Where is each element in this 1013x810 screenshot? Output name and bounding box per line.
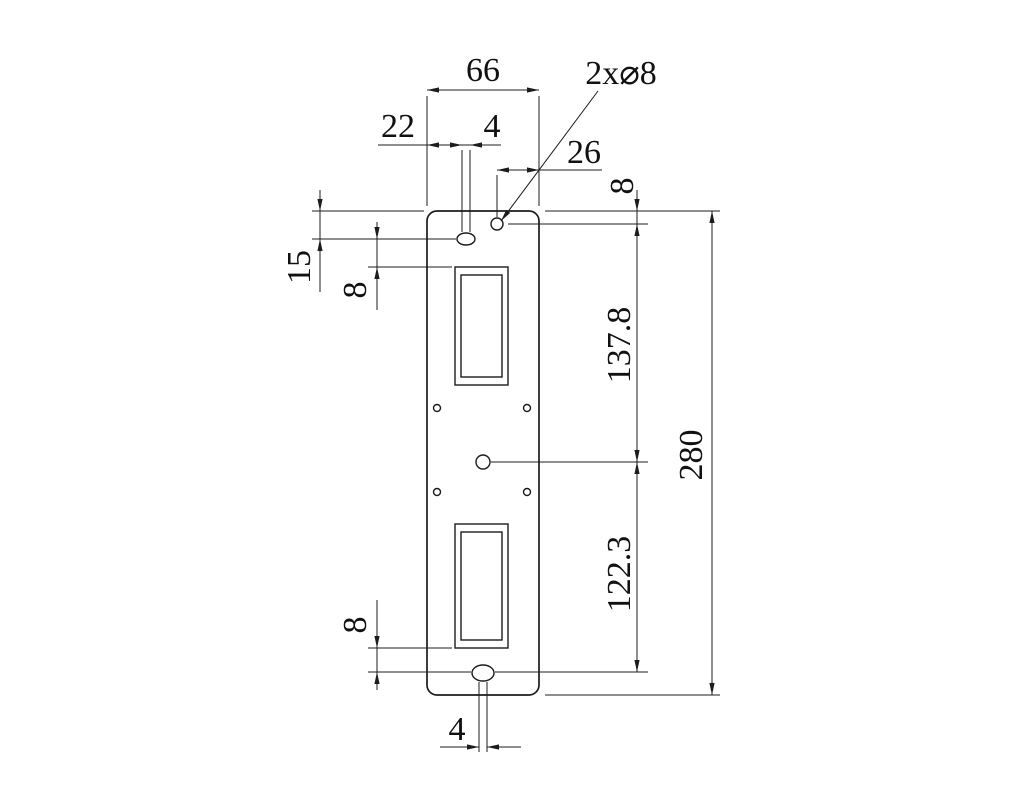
arrowhead bbox=[634, 462, 640, 474]
arrowhead bbox=[709, 211, 715, 223]
arrowhead bbox=[470, 142, 482, 148]
extension-lines bbox=[312, 96, 720, 752]
arrowhead bbox=[317, 239, 323, 251]
arrowhead bbox=[527, 167, 539, 173]
arrowhead bbox=[317, 199, 323, 211]
bottom-slot bbox=[471, 664, 495, 682]
arrowhead bbox=[427, 142, 439, 148]
arrowhead bbox=[709, 683, 715, 695]
dim-label-bottom-slot-width: 4 bbox=[449, 711, 466, 748]
dim-label-top-slot-width: 4 bbox=[484, 108, 501, 145]
arrowhead bbox=[450, 142, 462, 148]
dim-label-top-edge-to-slot-center: 15 bbox=[281, 250, 318, 284]
arrowhead bbox=[467, 744, 479, 750]
dim-label-hole-callout: 2x⌀8 bbox=[585, 55, 656, 92]
leader-arrowhead bbox=[501, 209, 511, 221]
lower-cutout-outer bbox=[454, 523, 509, 649]
arrowhead bbox=[497, 167, 509, 173]
arrowhead bbox=[427, 87, 439, 93]
leader-line-hole-callout bbox=[500, 90, 599, 222]
upper-cutout-outer bbox=[454, 266, 509, 386]
plate-geometry bbox=[426, 210, 540, 696]
screw-hole bbox=[522, 487, 532, 497]
arrowhead bbox=[634, 660, 640, 672]
arrowhead bbox=[487, 744, 499, 750]
screw-hole bbox=[522, 403, 532, 413]
arrowhead bbox=[634, 199, 640, 211]
screw-hole bbox=[432, 487, 442, 497]
dim-label-left-edge-to-slot: 22 bbox=[381, 108, 415, 145]
arrowhead bbox=[634, 450, 640, 462]
screw-hole bbox=[432, 403, 442, 413]
center-hole bbox=[475, 454, 491, 470]
top-slot bbox=[456, 232, 476, 246]
dim-label-top-edge-to-hole: 8 bbox=[604, 178, 641, 195]
dim-label-hole-to-center-hole: 137.8 bbox=[601, 307, 638, 384]
dim-label-height-overall: 280 bbox=[673, 430, 710, 481]
dim-label-center-hole-to-bottom-slot: 122.3 bbox=[601, 536, 638, 613]
dim-label-cutout-to-bottom-slot: 8 bbox=[337, 617, 374, 634]
dim-label-hole-to-right-edge: 26 bbox=[567, 134, 601, 171]
arrowhead bbox=[374, 227, 380, 239]
arrowhead bbox=[634, 224, 640, 236]
arrowhead bbox=[527, 87, 539, 93]
top-hole bbox=[490, 217, 504, 231]
arrowheads bbox=[317, 87, 715, 750]
lower-cutout-inner bbox=[460, 531, 503, 641]
dimension-labels: 66 2x⌀8 22 4 26 8 15 8 137.8 280 122.3 8… bbox=[281, 52, 710, 748]
arrowhead bbox=[374, 267, 380, 279]
plate-outline bbox=[426, 210, 540, 696]
dim-label-width-overall: 66 bbox=[466, 52, 500, 89]
dim-label-slot-center-to-cutout: 8 bbox=[337, 282, 374, 299]
arrowhead bbox=[374, 636, 380, 648]
upper-cutout-inner bbox=[460, 274, 503, 378]
arrowhead bbox=[374, 672, 380, 684]
